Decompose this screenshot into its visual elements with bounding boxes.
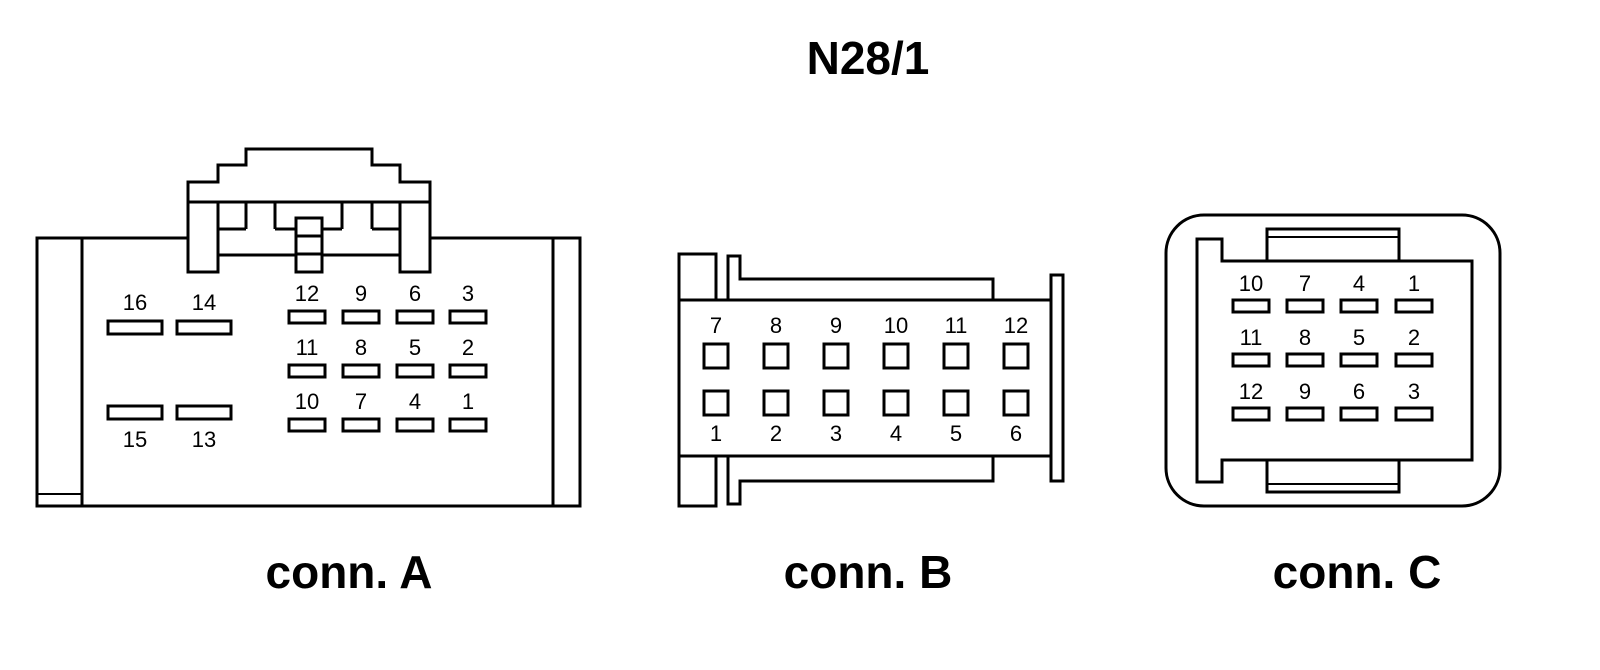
connector-c-pin-label: 2 — [1408, 325, 1420, 350]
connector-b-pin-label: 1 — [710, 421, 722, 446]
connector-b — [677, 252, 1065, 508]
connector-b-pin-5 — [942, 389, 970, 417]
connector-c-top-key — [1265, 227, 1401, 263]
connector-c-bottom-key — [1265, 458, 1401, 494]
connector-c-pin-label: 4 — [1353, 271, 1365, 296]
connector-a-pin-label: 11 — [296, 335, 319, 360]
connector-c-pin-label: 6 — [1353, 379, 1365, 404]
connector-a-pin-2 — [448, 363, 488, 379]
connector-c-pin-label: 5 — [1353, 325, 1365, 350]
connector-c-label: conn. C — [1273, 546, 1442, 598]
connector-b-pin-6 — [1002, 389, 1030, 417]
connector-b-pin-label: 11 — [945, 313, 968, 338]
connector-a-pin-label: 12 — [295, 281, 319, 306]
connector-c-pin-5 — [1339, 352, 1379, 368]
connector-a — [35, 147, 582, 508]
connector-b-top-rail — [726, 254, 995, 300]
connector-c-pin-label: 8 — [1299, 325, 1311, 350]
connector-b-pin-label: 9 — [830, 313, 842, 338]
connector-a-label: conn. A — [266, 546, 433, 598]
connector-c-pin-label: 7 — [1299, 271, 1311, 296]
connector-b-pin-11 — [942, 342, 970, 370]
connector-b-pin-9 — [822, 342, 850, 370]
connector-a-pin-1 — [448, 417, 488, 433]
connector-c-pin-8 — [1285, 352, 1325, 368]
connector-a-pin-label: 16 — [123, 290, 147, 315]
connector-c-pin-3 — [1394, 406, 1434, 422]
connector-c-pin-10 — [1231, 298, 1271, 314]
connector-b-pin-label: 2 — [770, 421, 782, 446]
connector-a-pin-12 — [287, 309, 327, 325]
connector-a-housing — [35, 236, 582, 508]
connector-b-pin-label: 7 — [710, 313, 722, 338]
connector-b-pin-8 — [762, 342, 790, 370]
connector-a-pin-14 — [175, 319, 233, 336]
connector-b-pin-3 — [822, 389, 850, 417]
connector-c-pin-9 — [1285, 406, 1325, 422]
connector-b-pin-label: 6 — [1010, 421, 1022, 446]
connector-c-pin-label: 10 — [1239, 271, 1263, 296]
connector-a-pin-6 — [395, 309, 435, 325]
connector-a-pin-7 — [341, 417, 381, 433]
connector-a-pin-label: 1 — [462, 389, 474, 414]
connector-b-pin-10 — [882, 342, 910, 370]
connector-b-body — [677, 298, 1053, 458]
connector-c-pin-label: 1 — [1408, 271, 1420, 296]
connector-a-pin-label: 14 — [192, 290, 216, 315]
connector-c-pin-4 — [1339, 298, 1379, 314]
connector-b-pin-1 — [702, 389, 730, 417]
connector-c — [1164, 213, 1502, 508]
connector-a-pin-label: 7 — [355, 389, 367, 414]
connector-a-pin-label: 10 — [295, 389, 319, 414]
connector-b-pin-7 — [702, 342, 730, 370]
connector-b-bottom-rail — [726, 456, 995, 506]
connector-a-pin-label: 4 — [409, 389, 421, 414]
connector-b-pin-4 — [882, 389, 910, 417]
connector-a-pin-11 — [287, 363, 327, 379]
connector-a-latch — [186, 147, 432, 274]
connector-c-pin-label: 11 — [1240, 325, 1263, 350]
connector-b-pin-label: 12 — [1004, 313, 1028, 338]
connector-b-right-latch — [1049, 273, 1065, 483]
connector-c-pin-6 — [1339, 406, 1379, 422]
connector-a-pin-label: 9 — [355, 281, 367, 306]
connector-c-pin-label: 3 — [1408, 379, 1420, 404]
connector-b-left-tab-top — [677, 252, 718, 302]
connector-a-pin-label: 5 — [409, 335, 421, 360]
connector-c-housing — [1164, 213, 1502, 508]
connector-b-pin-label: 8 — [770, 313, 782, 338]
connector-a-pin-10 — [287, 417, 327, 433]
connector-b-label: conn. B — [784, 546, 953, 598]
connector-a-pin-13 — [175, 404, 233, 421]
connector-b-pin-2 — [762, 389, 790, 417]
connector-b-left-tab-bottom — [677, 454, 718, 508]
connector-a-pin-4 — [395, 417, 435, 433]
connector-b-pin-12 — [1002, 342, 1030, 370]
diagram-title: N28/1 — [807, 32, 930, 84]
connector-c-pin-2 — [1394, 352, 1434, 368]
connector-a-pin-label: 3 — [462, 281, 474, 306]
connector-c-pin-12 — [1231, 406, 1271, 422]
connector-a-pin-label: 13 — [192, 427, 216, 452]
connector-b-pin-label: 10 — [884, 313, 908, 338]
connector-a-pin-15 — [106, 404, 164, 421]
connector-c-pin-7 — [1285, 298, 1325, 314]
connector-a-pin-3 — [448, 309, 488, 325]
connector-b-pin-label: 5 — [950, 421, 962, 446]
connector-c-pin-11 — [1231, 352, 1271, 368]
connector-a-pin-label: 15 — [123, 427, 147, 452]
connector-c-pin-label: 9 — [1299, 379, 1311, 404]
connector-a-pin-8 — [341, 363, 381, 379]
connector-c-pin-label: 12 — [1239, 379, 1263, 404]
connector-b-pin-label: 3 — [830, 421, 842, 446]
connector-a-pin-5 — [395, 363, 435, 379]
connector-a-pin-label: 8 — [355, 335, 367, 360]
connector-c-pin-1 — [1394, 298, 1434, 314]
connector-a-pin-16 — [106, 319, 164, 336]
connector-a-pin-label: 6 — [409, 281, 421, 306]
connector-b-pin-label: 4 — [890, 421, 902, 446]
connector-a-pin-9 — [341, 309, 381, 325]
connector-a-pin-label: 2 — [462, 335, 474, 360]
